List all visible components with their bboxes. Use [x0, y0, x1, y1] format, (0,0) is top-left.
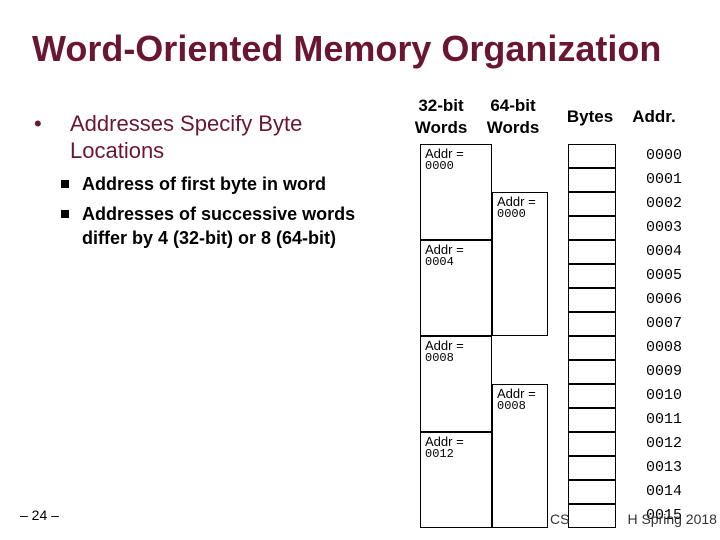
byte-address: 0008 [645, 339, 682, 356]
byte-cell [568, 336, 616, 360]
byte-cell [568, 216, 616, 240]
byte-cell [568, 432, 616, 456]
sub-bullet: Address of first byte in word [57, 172, 377, 196]
word32-label: Addr = 0000 [425, 147, 464, 173]
byte-cell [568, 480, 616, 504]
square-bullet-icon [61, 180, 69, 188]
word32-label: Addr = 0008 [425, 339, 464, 365]
addr-label: Addr = [425, 434, 464, 449]
addr-label: Addr = [497, 194, 536, 209]
byte-address: 0005 [645, 267, 682, 284]
byte-cell [568, 360, 616, 384]
word64-label: Addr = 0008 [497, 387, 536, 413]
byte-cell [568, 240, 616, 264]
addr-label: Addr = [425, 146, 464, 161]
addr-value: 0000 [425, 159, 454, 173]
byte-cell [568, 192, 616, 216]
addr-value: 0004 [425, 255, 454, 269]
word64-box: Addr = 0000 [492, 192, 548, 336]
byte-cell [568, 168, 616, 192]
square-bullet-icon [61, 210, 69, 218]
byte-address: 0002 [645, 195, 682, 212]
footer-left: CS [550, 511, 570, 527]
sub-bullet-text: Addresses of successive words differ by … [82, 204, 356, 248]
word32-label: Addr = 0012 [425, 435, 464, 461]
addr-label: Addr = [425, 242, 464, 257]
page-title: Word-Oriented Memory Organization [32, 28, 662, 69]
addr-label: Addr = [425, 338, 464, 353]
byte-address: 0004 [645, 243, 682, 260]
byte-cell [568, 288, 616, 312]
byte-address: 0003 [645, 219, 682, 236]
byte-address: 0006 [645, 291, 682, 308]
byte-address: 0012 [645, 435, 682, 452]
sub-bullet: Addresses of successive words differ by … [57, 202, 377, 250]
word64-box: Addr = 0008 [492, 384, 548, 528]
byte-cell [568, 408, 616, 432]
main-bullet-text: Addresses Specify Byte Locations [70, 111, 303, 163]
word64-label: Addr = 0000 [497, 195, 536, 221]
column-header-bytes: Bytes [566, 107, 614, 126]
addr-value: 0008 [497, 399, 526, 413]
column-header-addr: Addr. [632, 107, 676, 126]
byte-address: 0014 [645, 483, 682, 500]
word32-box: Addr = 0000 [420, 144, 492, 240]
byte-cell [568, 144, 616, 168]
sub-bullet-text: Address of first byte in word [82, 174, 327, 194]
byte-address: 0015 [645, 507, 682, 524]
slide-number: – 24 – [20, 507, 59, 523]
word32-box: Addr = 0008 [420, 336, 492, 432]
word32-box: Addr = 0004 [420, 240, 492, 336]
word32-label: Addr = 0004 [425, 243, 464, 269]
byte-cell [568, 456, 616, 480]
addr-label: Addr = [497, 386, 536, 401]
byte-address: 0009 [645, 363, 682, 380]
byte-address: 0010 [645, 387, 682, 404]
byte-cell [568, 264, 616, 288]
bullet-list: • Addresses Specify Byte Locations Addre… [32, 110, 377, 256]
byte-address: 0013 [645, 459, 682, 476]
footer-text: CS H Spring 2018 [550, 511, 717, 527]
footer-right: H Spring 2018 [627, 511, 717, 527]
sub-bullet-list: Address of first byte in word Addresses … [32, 172, 377, 250]
addr-value: 0008 [425, 351, 454, 365]
byte-address: 0000 [645, 147, 682, 164]
byte-address: 0007 [645, 315, 682, 332]
bullet-marker: • [34, 111, 42, 136]
byte-address: 0011 [645, 411, 682, 428]
byte-cell [568, 504, 616, 528]
main-bullet: • Addresses Specify Byte Locations [32, 110, 377, 164]
addr-value: 0000 [497, 207, 526, 221]
byte-cell [568, 384, 616, 408]
column-header-32bit: 32-bit Words [414, 96, 468, 137]
addr-value: 0012 [425, 447, 454, 461]
word32-box: Addr = 0012 [420, 432, 492, 528]
column-header-64bit: 64-bit Words [486, 96, 540, 137]
byte-address: 0001 [645, 171, 682, 188]
byte-cell [568, 312, 616, 336]
